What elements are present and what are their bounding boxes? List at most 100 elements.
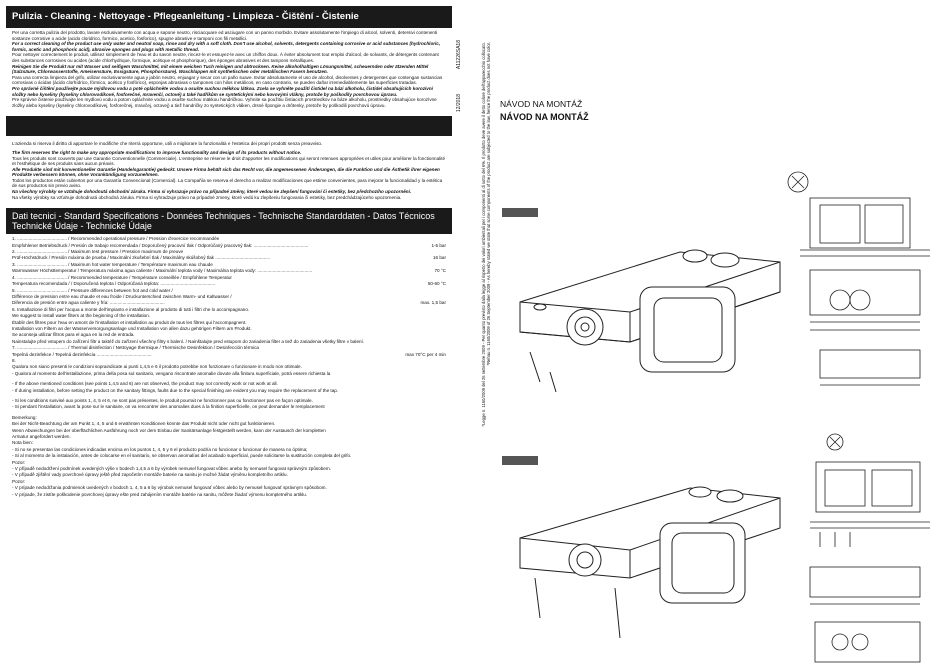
manual-title: NÁVOD NA MONTÁŽ — [500, 99, 583, 109]
spec-row-label: 2. .....................................… — [12, 249, 184, 255]
cleaning-fr: Pour nettoyer correctement le produit, u… — [12, 52, 439, 63]
spec-row: Tepelná dezinfekce / Tepelná dezinfekcia… — [12, 352, 446, 358]
spec-row: - Si al momento de la instalación, antes… — [12, 453, 446, 459]
spec-row: 2. .....................................… — [12, 249, 446, 255]
rights-es: Todos los productos están cubiertos por … — [12, 177, 443, 189]
spec-row-label: - Si pendant l'installation, avant la po… — [12, 404, 325, 410]
rights-fr: Tous les produits sont couverts par une … — [12, 155, 446, 167]
left-column: Pulizia - Cleaning - Nettoyage - Pflegea… — [6, 6, 452, 666]
variant-tag-2 — [502, 456, 538, 465]
spec-row: Pozor: — [12, 479, 446, 485]
cleaning-es: Para una correcta limpieza del grifo, ut… — [12, 74, 443, 86]
spec-row: Wenn Abweichungen bei der oberflächliche… — [12, 428, 446, 434]
mixer-body-drawing-1 — [519, 249, 781, 393]
spec-row: Qualora non siano presenti le condizioni… — [12, 364, 446, 370]
spec-row: - V prípade nedodržania podmienok uveden… — [12, 485, 446, 491]
spec-row-label: Temperatura recomendada / / Doporučená t… — [12, 281, 216, 287]
spec-row-label: Pozor: — [12, 459, 26, 465]
spec-row-label: - Si no se presentan las condiciones ind… — [12, 446, 308, 452]
spec-row: 3. .....................................… — [12, 262, 446, 268]
specs-header-line2: Technické Údaje - Technické Údaje — [12, 221, 152, 232]
spec-row: Bei der Nicht-Beachtung der am Punkt 1, … — [12, 421, 446, 427]
side-code: A11226SA18 12/2018 — [456, 40, 470, 650]
spec-row-value — [442, 492, 446, 498]
cleaning-header: Pulizia - Cleaning - Nettoyage - Pflegea… — [6, 6, 452, 28]
spec-row-label: Établir des filtres pour l'eau en amont … — [12, 319, 247, 325]
spec-row-label: Installation von Filtern an der Wasserve… — [12, 325, 252, 331]
legal-note-2: *Rehau n. 1160/2009 of 26 September 2009… — [486, 42, 491, 366]
spec-row: Nainstalujte před vstupem do zařízení fi… — [12, 339, 446, 345]
spec-row-value: max 70°C per 4 min — [405, 351, 446, 357]
black-band — [6, 116, 452, 137]
rights-de: Alle Produkte sind mit konventioneller G… — [12, 166, 440, 178]
spec-row-label: 1. .....................................… — [12, 236, 220, 242]
spec-row-label: Nainstalujte před vstupem do zařízení fi… — [12, 338, 365, 344]
spec-row-value: max. 1,5 bar — [420, 300, 446, 306]
spec-row-label: Empfohlener Betriebsdruck / Presión de t… — [12, 242, 309, 248]
cleaning-sk: Pre správne čistenie používajte len mydl… — [12, 97, 437, 108]
spec-row-label: - Si les conditions susvisé aux points 1… — [12, 398, 313, 403]
cleaning-text: Per una corretta pulizia del prodotto, l… — [6, 28, 452, 110]
spec-row-value: 70 °C — [434, 268, 446, 274]
spec-row: We suggest to install water filters at t… — [12, 313, 446, 319]
doc-date: 12/2018 — [456, 94, 462, 113]
spec-row: - Si pendant l'installation, avant la po… — [12, 404, 446, 410]
spec-row-value: 16 bar — [432, 255, 446, 261]
spec-row-label: Tepelná dezinfekce / Tepelná dezinfekcia… — [12, 351, 152, 357]
spec-row-label: Se aconseja utilizar filtros para el agu… — [12, 332, 135, 338]
spec-row-label: Prüf-Höchstdruck / Presión máxima de pru… — [12, 255, 271, 261]
rights-it: L'azienda si riserva il diritto di appor… — [12, 141, 323, 147]
spec-row: - If the above mentioned conditions (see… — [12, 381, 446, 387]
spec-row-label: - If during installation, before setting… — [12, 387, 339, 393]
legal-notes: *Legge n. 1160/2009 del 26 settembre 200… — [481, 12, 491, 652]
manual-title-bold: NÁVOD NA MONTÁŽ — [500, 112, 589, 122]
spec-row: - V případě zjištění vady povrchové úpra… — [12, 472, 446, 478]
spec-row: 1. .....................................… — [12, 236, 446, 242]
spec-row-label: 6. Installazione di filtri per l'acqua a… — [12, 306, 250, 312]
spec-row: - Qualora al momento dell'installazione,… — [12, 371, 446, 377]
spec-row: Pozor: — [12, 460, 446, 466]
variant-tag-1 — [502, 208, 538, 217]
spec-row: Établir des filtres pour l'eau en amont … — [12, 320, 446, 326]
rights-cz: Na všechny výrobky se vztahuje dohodnutá… — [12, 189, 412, 195]
spec-row: Warmwasser Höchsttemperatur / Temperatur… — [12, 268, 446, 274]
rights-text: L'azienda si riserva il diritto di appor… — [6, 136, 452, 202]
spec-row: 6. Installazione di filtri per l'acqua a… — [12, 307, 446, 313]
spec-row-label: Bei der Nicht-Beachtung der am Punkt 1, … — [12, 421, 276, 427]
spec-row: 7. .....................................… — [12, 345, 446, 351]
spec-row: Temperatura recomendada / / Doporučená t… — [12, 281, 446, 287]
spec-row: Diferencia de presión entre agua calient… — [12, 300, 446, 306]
cleaning-en: For a correct cleaning of the product us… — [12, 41, 441, 52]
cleaning-it: Per una corretta pulizia del prodotto, l… — [12, 30, 438, 41]
spec-row-value: 50-60 °C — [427, 281, 446, 287]
tech-views-2 — [809, 433, 930, 663]
spec-row-label: Diferencia de presión entre agua calient… — [12, 300, 165, 306]
spec-row: Empfohlener Betriebsdruck / Presión de t… — [12, 243, 446, 249]
spec-row: Installation von Filtern an der Wasserve… — [12, 326, 446, 332]
spec-row-label: - V případě nedodržení podmínek uvedenýc… — [12, 466, 331, 472]
spec-row: - Si no se presentan las condiciones ind… — [12, 447, 446, 453]
specs-list: 1. .....................................… — [6, 234, 452, 500]
spec-row: - If during installation, before setting… — [12, 388, 446, 394]
spec-row-label: - V prípade nedodržania podmienok uveden… — [12, 485, 327, 491]
spec-row: - V případě nedodržení podmínek uvedenýc… — [12, 466, 446, 472]
spec-row-value: 1-5 bar — [431, 242, 446, 248]
spec-row-label: Qualora non siano presenti le condizioni… — [12, 364, 302, 370]
spec-row: Armatur angefordert werden. — [12, 434, 446, 440]
spec-row-label: Wenn Abweichungen bei der oberflächliche… — [12, 427, 326, 433]
spec-row: Bemerkung: — [12, 415, 446, 421]
spec-row-label: - V případě zjištění vady povrchové úpra… — [12, 472, 288, 478]
cleaning-cz: Pro správné čištění používejte pouze mýd… — [12, 85, 433, 97]
rights-en: The firm reserves the right to make any … — [12, 149, 302, 155]
spec-row: - Si les conditions susvisé aux points 1… — [12, 398, 446, 404]
spec-row-label: Pozor: — [12, 478, 26, 484]
spec-row-label: - If the above mentioned conditions (see… — [12, 381, 278, 387]
spec-row: Prüf-Höchstdruck / Presión máxima de pru… — [12, 255, 446, 261]
right-column: *Legge n. 1160/2009 del 26 settembre 200… — [480, 0, 950, 670]
rights-sk: Na všetky výrobky sa vzťahuje dohodnutá … — [12, 194, 402, 200]
spec-row-label: 5. .....................................… — [12, 287, 173, 293]
cleaning-de: Reinigen Sie die Produkt nur mit Wasser … — [12, 63, 429, 75]
tech-views-1 — [787, 171, 930, 386]
spec-row: Nota bien: — [12, 440, 446, 446]
spec-row-label: Différence de pression entre eau chaude … — [12, 293, 232, 299]
